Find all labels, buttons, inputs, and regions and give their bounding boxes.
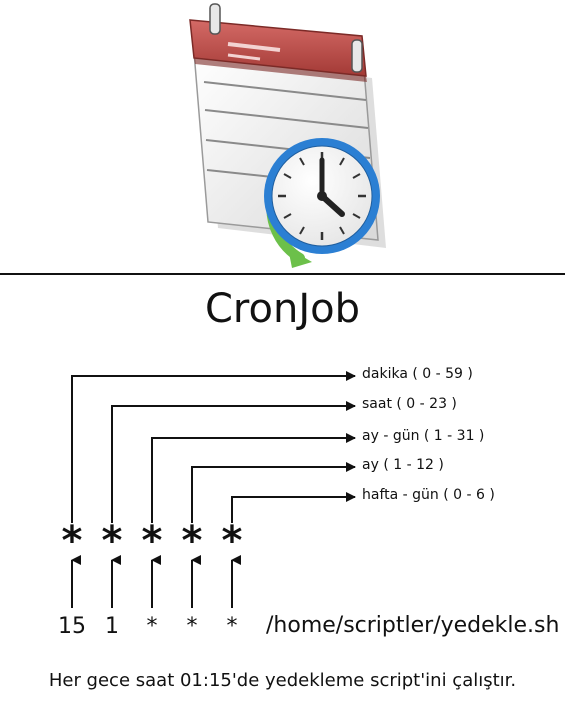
connector-saat [111, 401, 356, 523]
value-dakika: 15 [58, 614, 86, 639]
connector-hafta-gun [231, 492, 356, 523]
asterisk-hafta-gun: * [221, 518, 243, 564]
connector-ay-gun [151, 433, 356, 523]
divider [0, 273, 565, 275]
label-hafta-gun: hafta - gün ( 0 - 6 ) [362, 487, 495, 503]
value-ay: * [186, 614, 198, 639]
label-ay-gun: ay - gün ( 1 - 31 ) [362, 428, 485, 444]
value-ay-gun: * [146, 614, 158, 639]
page-title: CronJob [205, 286, 360, 332]
connector-dakika [71, 371, 356, 523]
connector-ay [191, 462, 356, 523]
value-saat: 1 [105, 614, 119, 639]
asterisk-dakika: * [61, 518, 83, 564]
asterisk-ay-gun: * [141, 518, 163, 564]
label-dakika: dakika ( 0 - 59 ) [362, 366, 473, 382]
value-hafta-gun: * [226, 614, 238, 639]
caption: Her gece saat 01:15'de yedekleme script'… [48, 670, 517, 691]
command-path: /home/scriptler/yedekle.sh [266, 613, 560, 638]
asterisk-saat: * [101, 518, 123, 564]
asterisk-ay: * [181, 518, 203, 564]
calendar-clock-icon [189, 3, 386, 268]
label-saat: saat ( 0 - 23 ) [362, 396, 457, 412]
label-ay: ay ( 1 - 12 ) [362, 457, 444, 473]
